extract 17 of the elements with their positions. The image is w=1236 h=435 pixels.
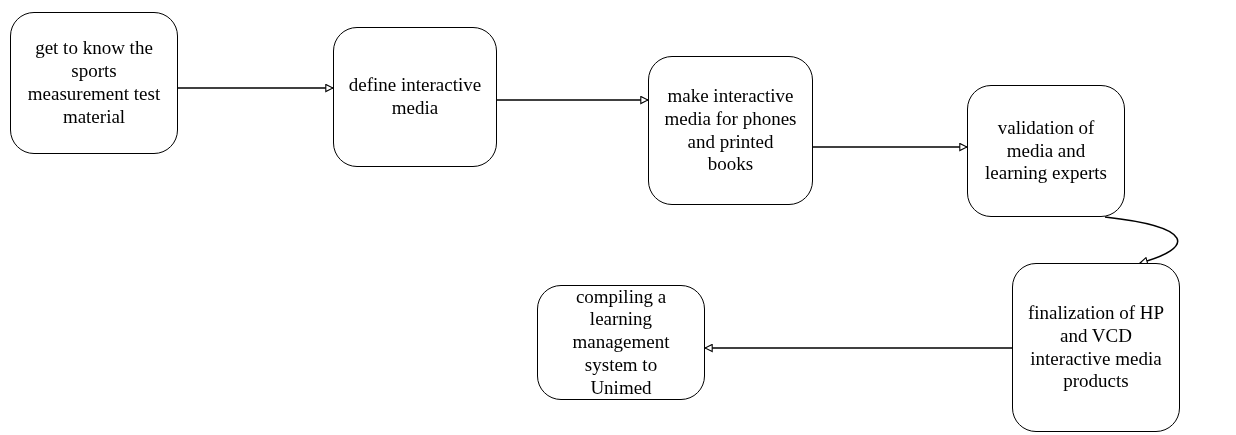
step-text: get to know the sports measurement test material xyxy=(26,37,162,129)
arrow xyxy=(812,142,968,152)
step-text: validation of media and learning experts xyxy=(984,116,1108,186)
step-text: make interactive media for phones and printed books xyxy=(663,84,798,177)
process-box xyxy=(648,56,813,205)
step-text: define interactive media xyxy=(348,74,482,120)
process-box xyxy=(10,12,178,154)
arrow xyxy=(496,95,649,105)
arrow xyxy=(704,343,1013,353)
step-text: finalization of HP and VCD interactive media products xyxy=(1027,301,1165,394)
process-box xyxy=(1012,263,1180,432)
process-box xyxy=(333,27,497,167)
process-box xyxy=(967,85,1125,217)
process-box xyxy=(537,285,705,400)
arrow xyxy=(1104,216,1179,265)
step-text: compiling a learning management system to Unimed xyxy=(571,285,671,400)
arrow xyxy=(177,83,334,93)
